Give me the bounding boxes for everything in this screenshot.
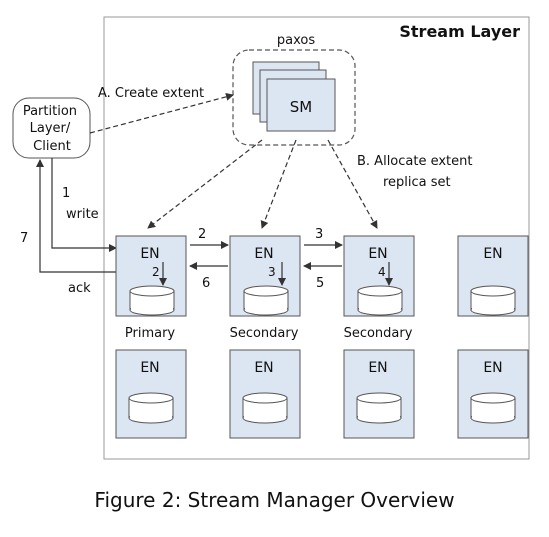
disk-icon [243, 285, 289, 316]
allocate-extent-label: B. Allocate extent replica set [357, 154, 477, 190]
create-extent-label: A. Create extent [98, 86, 204, 101]
disk-icon [470, 285, 516, 316]
allocate-line-1: B. Allocate extent [357, 154, 473, 169]
secondary-label-2: Secondary [344, 326, 413, 341]
secondary-label-1: Secondary [230, 326, 299, 341]
sm-box [266, 78, 336, 132]
sm-stack: SM [252, 61, 336, 132]
en-spare-row2-4: EN [457, 349, 529, 439]
ack-step-number: 7 [20, 231, 28, 246]
disk-icon [128, 392, 174, 424]
en-label: EN [368, 360, 387, 376]
en-label: EN [368, 246, 387, 262]
disk-icon [357, 285, 403, 316]
write-arrow [51, 158, 117, 252]
partition-line-2: Layer/ [30, 121, 71, 136]
step-3-label: 3 [315, 227, 323, 242]
disk-icon [129, 285, 175, 316]
en-spare-row2-2: EN [229, 349, 301, 439]
en-label: EN [140, 246, 159, 262]
write-step-number: 1 [62, 186, 70, 201]
en-label: EN [254, 360, 273, 376]
en-secondary-1: EN 3 [229, 235, 301, 317]
create-extent-arrow [89, 92, 234, 134]
en-primary: EN 2 [115, 235, 187, 317]
inner-step-number: 3 [268, 265, 276, 279]
sm-to-secondary1-arrow [260, 139, 297, 229]
stream-layer-title: Stream Layer [399, 22, 520, 41]
paxos-label: paxos [277, 33, 315, 48]
en-label: EN [254, 246, 273, 262]
step-6-label: 6 [202, 276, 210, 291]
stream-manager-diagram: Stream Layer paxos SM Partition Layer/ C… [12, 16, 530, 460]
paxos-group-boundary [232, 49, 356, 146]
ack-label: ack [68, 281, 91, 296]
en-label: EN [483, 360, 502, 376]
partition-layer-client-label: Partition Layer/ Client [23, 104, 81, 154]
en-spare-row2-1: EN [115, 349, 187, 439]
en-label: EN [483, 246, 502, 262]
write-label: write [66, 207, 99, 222]
partition-line-3: Client [33, 139, 71, 154]
sm-label: SM [290, 98, 312, 116]
inner-step-number: 2 [152, 265, 160, 279]
stream-layer-boundary [103, 16, 530, 460]
en-spare-row2-3: EN [343, 349, 415, 439]
inner-step-number: 4 [378, 265, 386, 279]
sm-to-secondary2-arrow [327, 139, 378, 229]
disk-icon [242, 392, 288, 424]
disk-icon [356, 392, 402, 424]
step-5-label: 5 [316, 276, 324, 291]
en-spare-row1: EN [457, 235, 529, 317]
en-label: EN [140, 360, 159, 376]
ack-arrow [36, 159, 116, 273]
figure-caption: Figure 2: Stream Manager Overview [94, 488, 455, 512]
allocate-line-2: replica set [383, 175, 451, 190]
partition-line-1: Partition [23, 104, 77, 119]
sm-to-primary-arrow [147, 139, 263, 229]
primary-label: Primary [125, 326, 176, 341]
en-secondary-2: EN 4 [343, 235, 415, 317]
step-2-label: 2 [198, 227, 206, 242]
disk-icon [470, 392, 516, 424]
